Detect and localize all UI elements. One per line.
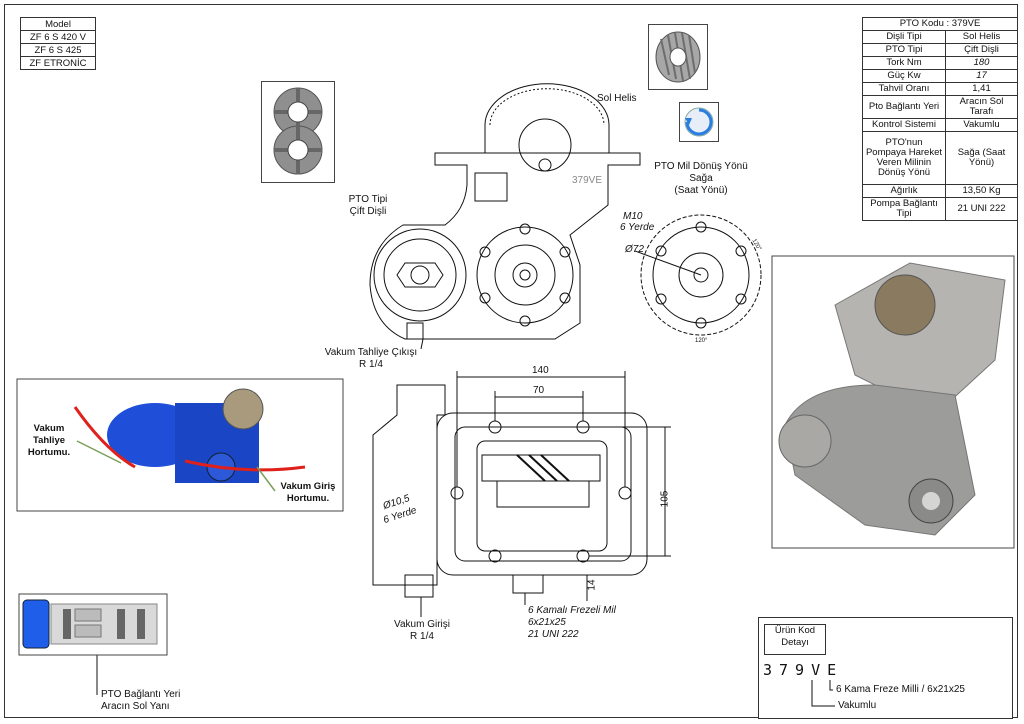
rotation-label: PTO Mil Dönüş Yönü Sağa (Saat Yönü) — [649, 161, 753, 197]
location-label-2: Aracın Sol Yanı — [101, 701, 170, 712]
helical-gear-outline — [484, 83, 610, 154]
pto-type-label: PTO Tipi Çift Dişli — [342, 194, 394, 218]
pto-body-outline — [369, 152, 641, 340]
front-view-side — [372, 384, 446, 586]
vacuum-inlet-label: Vakum Girişi R 1/4 — [389, 619, 455, 643]
sol-helis-label: Sol Helis — [597, 93, 637, 104]
m10-count-label: 6 Yerde — [620, 222, 655, 233]
angle-label-b: 120° — [695, 338, 708, 344]
truck-location-diagram — [18, 593, 168, 656]
double-gear-photo — [261, 81, 335, 183]
vacuum-exhaust-label: Vakum Tahliye Çıkışı R 1/4 — [322, 347, 420, 371]
d72-label: Ø72 — [625, 244, 644, 255]
code-title-line-1: Ürün Kod — [774, 625, 816, 636]
hose-right-line-2: Hortumu. — [286, 493, 330, 504]
shaft-label-1: 6 Kamalı Frezeli Mil — [528, 605, 616, 616]
model-table: Model ZF 6 S 420 V ZF 6 S 425 ZF ETRONİC — [20, 17, 96, 70]
hose-right-line-1: Vakum Giriş — [280, 481, 336, 492]
dim-140: 140 — [532, 365, 549, 376]
rotation-direction-photo — [679, 102, 719, 142]
dim-105: 105 — [659, 490, 671, 508]
spec-value: Sağa (Saat Yönü) — [945, 131, 1018, 185]
spec-label: PTO'nun Pompaya Hareket Veren Milinin Dö… — [862, 131, 946, 185]
hose-left-line-2: Tahliye — [32, 435, 66, 446]
code-desc-v: Vakumlu — [838, 700, 877, 711]
helical-gear-photo — [648, 24, 708, 90]
code-title-box: Ürün Kod Detayı — [764, 624, 826, 655]
technical-drawing-svg — [16, 83, 1015, 695]
hose-right-label: Vakum Giriş Hortumu. — [275, 481, 341, 505]
vacuum-inlet-line-1: Vakum Girişi — [394, 619, 450, 630]
spec-value: 21 UNI 222 — [945, 197, 1018, 221]
shaft-label-2: 6x21x25 — [528, 617, 566, 628]
rotation-line-1: PTO Mil Dönüş Yönü — [654, 161, 748, 172]
rotation-line-3: (Saat Yönü) — [674, 185, 728, 196]
code-leader-lines — [811, 680, 835, 707]
pto-casting-photo — [771, 255, 1015, 549]
code-value: 379VE — [763, 661, 844, 679]
m10-label: M10 — [623, 211, 643, 222]
hose-left-label: Vakum Tahliye Hortumu. — [23, 423, 75, 459]
vacuum-exhaust-line-2: R 1/4 — [359, 359, 383, 370]
pto-type-line-2: Çift Dişli — [349, 206, 387, 217]
rotation-line-2: Sağa — [689, 173, 713, 184]
code-desc-e: 6 Kama Freze Milli / 6x21x25 — [836, 684, 965, 695]
shaft-label-3: 21 UNI 222 — [528, 629, 579, 640]
model-item: ZF ETRONİC — [20, 56, 96, 70]
vacuum-inlet-line-2: R 1/4 — [410, 631, 434, 642]
pto-unit-photo — [16, 378, 344, 512]
dim-70: 70 — [533, 385, 545, 396]
dim-14: 14 — [586, 579, 598, 591]
hose-left-line-3: Hortumu. — [27, 447, 71, 458]
pto-type-line-1: PTO Tipi — [348, 194, 388, 205]
product-code-box: Ürün Kod Detayı 379VE 6 Kama Freze Milli… — [758, 617, 1013, 719]
code-title-line-2: Detayı — [781, 637, 809, 648]
location-label-1: PTO Bağlantı Yeri — [101, 689, 181, 700]
vacuum-exhaust-line-1: Vakum Tahliye Çıkışı — [324, 347, 418, 358]
hose-left-line-1: Vakum — [33, 423, 65, 434]
technical-drawing-sheet: Model ZF 6 S 420 V ZF 6 S 425 ZF ETRONİC… — [4, 4, 1018, 719]
body-code: 379VE — [572, 175, 603, 186]
